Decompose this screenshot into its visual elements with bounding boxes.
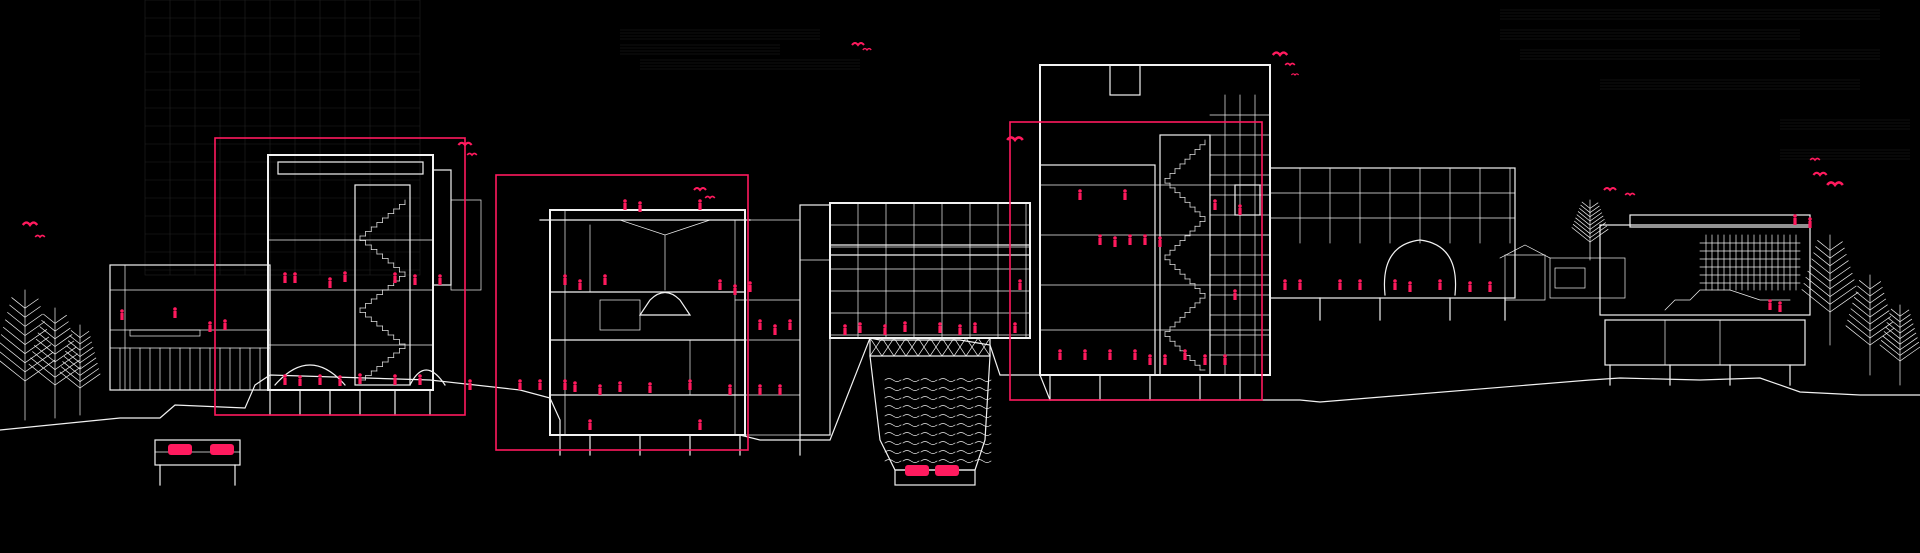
birds [21, 42, 1844, 239]
background-tower [144, 0, 421, 276]
highlight-frames [214, 121, 1263, 451]
sky-hatching [620, 9, 1910, 160]
river-channel [869, 355, 992, 486]
trees [0, 199, 1920, 421]
ground-line [0, 337, 1920, 441]
building-auditorium [1599, 214, 1811, 366]
building-tall-core [1039, 64, 1271, 376]
building-gallery [1269, 167, 1626, 301]
vehicles [168, 444, 959, 476]
foundation-piles [159, 297, 1791, 486]
building-stair-tower [267, 154, 482, 391]
people-figures [120, 189, 1812, 430]
building-left-low [109, 264, 271, 391]
building-central-hall [539, 204, 831, 436]
building-bridge-hall [829, 202, 1031, 357]
